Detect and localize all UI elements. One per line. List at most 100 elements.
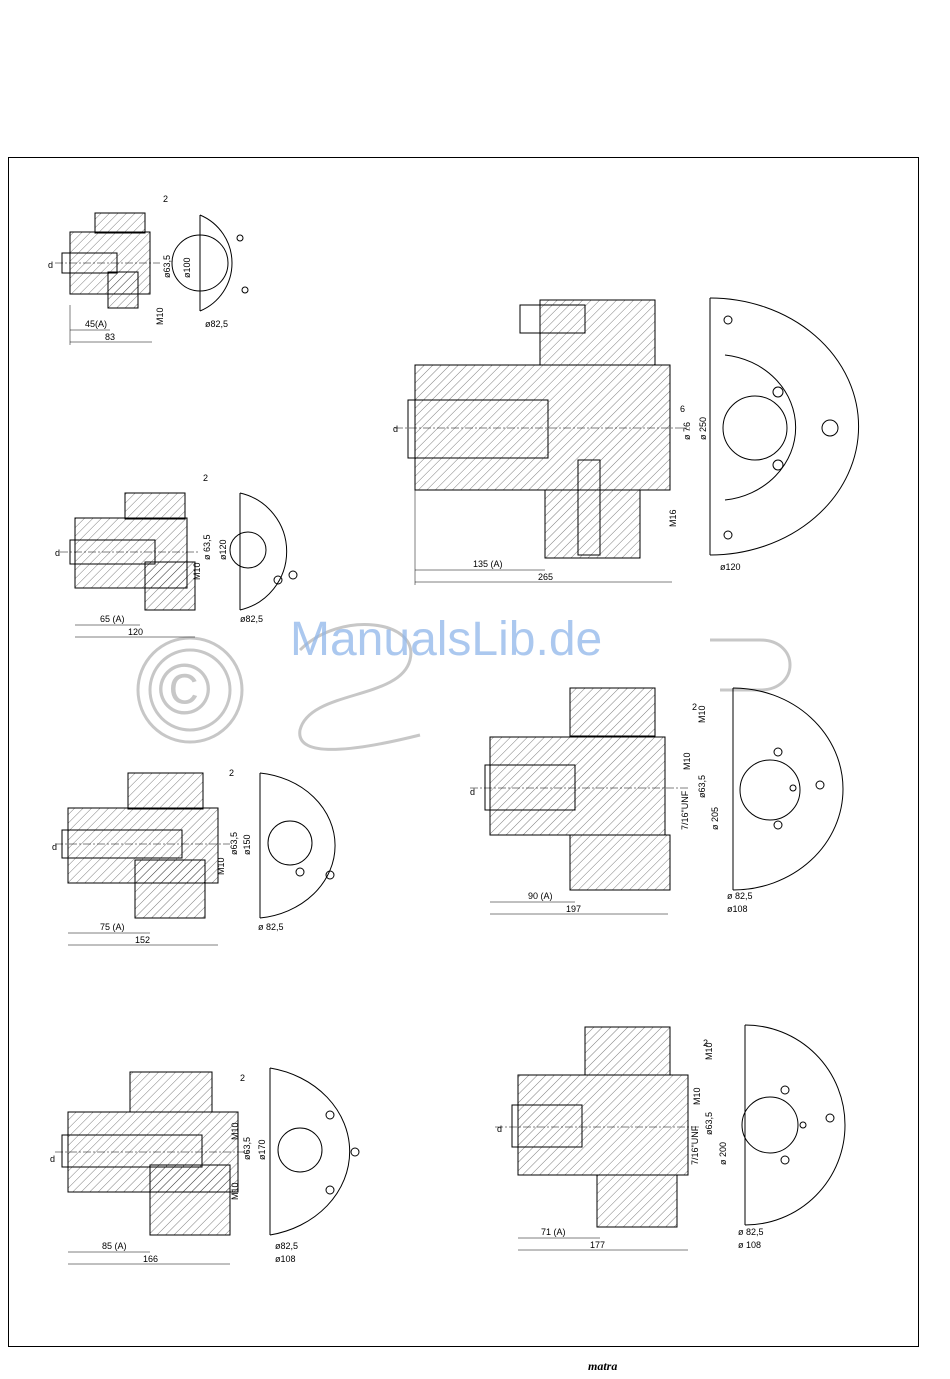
dim-len-a: 45(A): [85, 319, 107, 329]
dim-dia-flange: ø170: [257, 1139, 267, 1160]
bolt-hole: [773, 820, 783, 830]
clamp-ring: [569, 687, 656, 737]
coupling-drawing-7: d 71 (A) 177 2 M10 M10 7/16"UNF ø63,5 ø …: [495, 1024, 846, 1251]
label-d: d: [497, 1124, 502, 1134]
copyright-ring: [136, 636, 244, 744]
dim-dia-bolt-2: ø 108: [738, 1240, 761, 1250]
watermark-text: ManualsLib.de: [290, 613, 602, 666]
dim-dia-inner: ø63,5: [242, 1137, 252, 1160]
dim-len-a: 75 (A): [100, 922, 125, 932]
watermark-swash: [298, 623, 421, 751]
flange-view: [259, 772, 336, 919]
bolt-section: [134, 859, 206, 919]
hub-section: [489, 736, 666, 836]
dim-dia-bolt: ø82,5: [240, 614, 263, 624]
dim-len-total: 177: [590, 1240, 605, 1250]
flange-ring: [724, 354, 797, 501]
coupling-drawing-2: d 65 (A) 120 2 M10 ø 63,5 ø120 ø82,5: [55, 473, 298, 638]
dim-len-a: 90 (A): [528, 891, 553, 901]
dim-dia-bolt: ø 82,5: [738, 1227, 764, 1237]
label-d: d: [52, 842, 57, 852]
watermark-letter: [710, 638, 792, 692]
dim-dia-flange: ø 205: [710, 807, 720, 830]
dim-dia-flange: ø 200: [718, 1142, 728, 1165]
bolt-section: [596, 1174, 678, 1228]
flange-bore: [229, 531, 267, 569]
dim-thread-2: M10: [692, 1087, 702, 1105]
dim-len-a: 71 (A): [541, 1227, 566, 1237]
dim-dia-bolt-2: ø108: [727, 904, 748, 914]
screw: [577, 459, 601, 556]
copyright-symbol: ©: [158, 650, 211, 730]
dim-thread: M10: [230, 1122, 240, 1140]
bolt-section: [144, 561, 196, 611]
dim-len-total: 83: [105, 332, 115, 342]
clamp-ring: [127, 772, 204, 810]
dim-gap: 6: [680, 404, 685, 414]
clamp-ring: [584, 1026, 671, 1076]
flange-bore: [171, 234, 229, 292]
bolt-hole: [825, 1113, 835, 1123]
bolt-hole: [780, 1155, 790, 1165]
bolt-hole: [325, 1110, 335, 1120]
flange-bore: [722, 395, 788, 461]
dim-dia-bolt-2: ø108: [275, 1254, 296, 1264]
dim-dia-inner: ø63,5: [229, 832, 239, 855]
bolt-hole: [780, 1085, 790, 1095]
dim-dia-bolt: ø82,5: [205, 319, 228, 329]
dim-gap: 2: [703, 1038, 708, 1048]
dim-dia-flange: ø150: [242, 834, 252, 855]
dim-dia-inner: ø63,5: [697, 775, 707, 798]
label-d: d: [55, 548, 60, 558]
flange-bore: [277, 1127, 323, 1173]
flange-view: [709, 297, 860, 556]
dim-len-total: 152: [135, 935, 150, 945]
dim-dia-inner: ø63,5: [162, 255, 172, 278]
label-d: d: [470, 787, 475, 797]
flange-view: [744, 1024, 846, 1226]
bolt-hole: [288, 570, 298, 580]
clamp-ring: [124, 492, 186, 520]
dim-thread: M10: [192, 562, 202, 580]
bolt-hole: [723, 315, 733, 325]
bolt-hole: [723, 530, 733, 540]
dim-len-total: 265: [538, 572, 553, 582]
dim-thread: M16: [668, 509, 678, 527]
bolt-section: [149, 1164, 231, 1236]
drawing-frame: [8, 157, 919, 1347]
dim-gap: 2: [229, 768, 234, 778]
bolt-hole: [815, 780, 825, 790]
flange-bore: [739, 759, 801, 821]
dim-len-total: 120: [128, 627, 143, 637]
bolt-hole: [789, 784, 797, 792]
dim-gap: 2: [163, 194, 168, 204]
dim-thread: M10: [155, 307, 165, 325]
coupling-drawing-5: d 135 (A) 265 6 M16 ø 76 ø 250 ø120: [393, 297, 860, 585]
clamp-ring: [94, 212, 146, 234]
dim-thread: M10: [216, 857, 226, 875]
dim-thread-2: M10: [682, 752, 692, 770]
dim-thread: M10: [697, 705, 707, 723]
flange-view: [199, 214, 233, 312]
coupling-drawing-3: d 75 (A) 152 2 M10 ø63,5 ø150 ø 82,5: [52, 768, 336, 946]
bore: [511, 1104, 583, 1148]
flange-view: [239, 492, 288, 611]
watermark: © ManualsLib.de: [136, 613, 792, 751]
flange-view: [732, 687, 844, 891]
dim-unf: 7/16"UNF: [690, 1125, 700, 1165]
hub-section: [517, 1074, 689, 1176]
dim-dia-inner: ø 63,5: [202, 534, 212, 560]
dim-dia-bolt: ø82,5: [275, 1241, 298, 1251]
flange-bore: [267, 820, 313, 866]
bore: [407, 399, 549, 459]
flange-view: [269, 1067, 351, 1236]
bolt-hole: [273, 575, 283, 585]
bolt-hole: [325, 1185, 335, 1195]
bolt-hole: [773, 747, 783, 757]
label-d: d: [48, 260, 53, 270]
bolt-section: [107, 271, 139, 309]
dim-len-a: 65 (A): [100, 614, 125, 624]
flange-bore: [741, 1096, 799, 1154]
copyright-ring-inner: [148, 648, 232, 732]
